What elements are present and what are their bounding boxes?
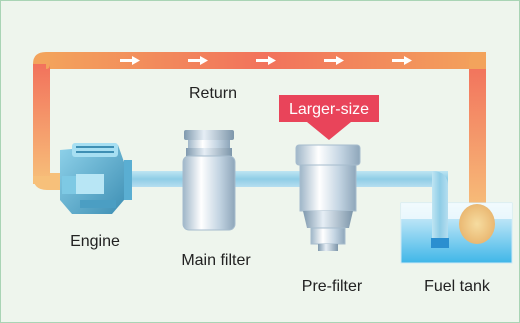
flow-arrows — [120, 56, 412, 65]
main-filter-icon — [182, 130, 236, 231]
supply-pipe — [118, 171, 449, 248]
intake-bulb — [459, 204, 495, 244]
engine-label: Engine — [70, 233, 120, 250]
larger-size-label: Larger-size — [289, 101, 369, 118]
return-label: Return — [189, 85, 237, 102]
fuel-tank — [400, 202, 513, 264]
fuel-tank-label: Fuel tank — [424, 278, 491, 295]
pre-filter-label: Pre-filter — [302, 278, 363, 295]
main-filter-label: Main filter — [181, 252, 251, 269]
pre-filter-icon — [295, 144, 361, 251]
engine-icon — [60, 143, 132, 214]
larger-size-badge: Larger-size — [279, 95, 379, 140]
